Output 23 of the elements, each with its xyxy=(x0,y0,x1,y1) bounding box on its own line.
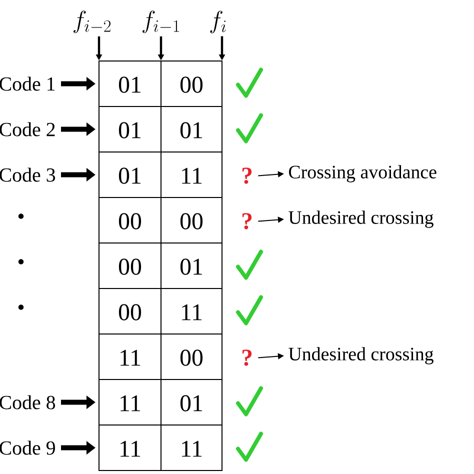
result-label: Undesired crossing xyxy=(288,347,434,364)
table-row: 00 00 xyxy=(98,197,222,244)
code-label: Code 8 xyxy=(0,395,56,410)
table-row: 00 01 xyxy=(98,242,222,289)
table-row: 11 11 xyxy=(98,424,222,471)
table-row: 01 01 xyxy=(98,106,222,152)
result-label: Undesired crossing xyxy=(288,210,434,228)
table-row: 00 11 xyxy=(98,288,222,334)
table-row: 11 01 xyxy=(98,379,222,426)
question-mark: ? xyxy=(242,213,252,230)
question-mark: ? xyxy=(242,350,252,366)
table-row: 01 11 xyxy=(98,152,222,198)
code-label: Code 9 xyxy=(0,440,55,455)
column-label: $f_{i-2}$ xyxy=(74,10,111,34)
code-label: Code 1 xyxy=(0,76,55,91)
column-label: $f_i$ xyxy=(210,10,226,34)
table-row: 11 00 xyxy=(98,334,222,380)
column-label: $f_{i-1}$ xyxy=(142,10,179,34)
table-row: 01 00 xyxy=(98,60,222,107)
question-mark: ? xyxy=(242,168,252,184)
code-label: Code 3 xyxy=(0,168,56,182)
code-label: Code 2 xyxy=(0,122,55,136)
result-label: Crossing avoidance xyxy=(288,165,436,182)
